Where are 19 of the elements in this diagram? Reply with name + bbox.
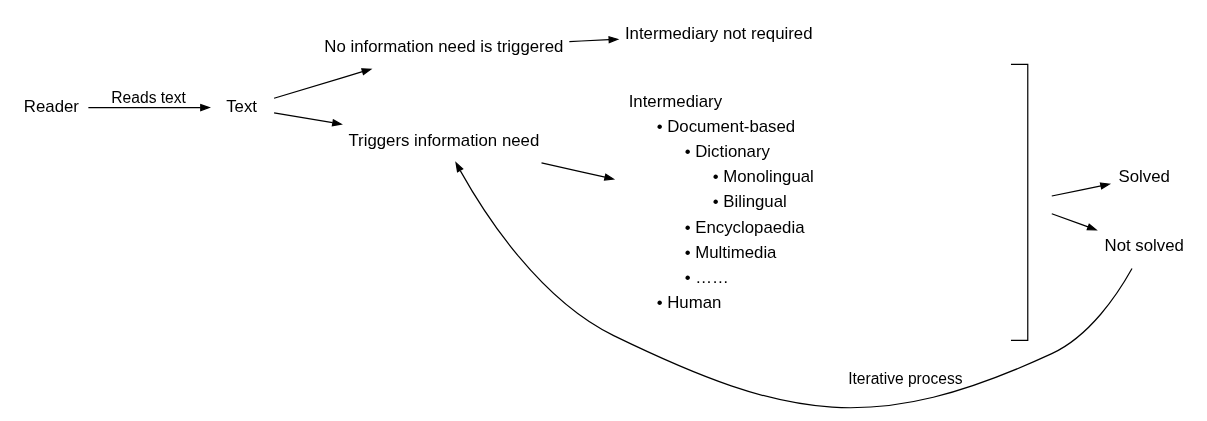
arrow	[455, 161, 1133, 409]
arrow	[540, 162, 616, 181]
node-text: Intermediary • Document-based • Dictionary • Monolingual • Bilingual • Encyclopaedia • Multimedia • …… • Human	[628, 91, 814, 313]
node-text: Text	[226, 97, 258, 117]
arrow	[568, 35, 620, 44]
node-text: Triggers information need	[348, 130, 540, 150]
edge-label: Reads text	[111, 89, 186, 107]
node-text: No information need is triggered	[324, 37, 564, 57]
node-text: Intermediary not required	[624, 23, 813, 43]
node-text: Solved	[1118, 166, 1170, 186]
arrow	[273, 68, 373, 99]
edge-label: Iterative process	[848, 370, 963, 388]
arrow	[87, 103, 211, 112]
node-text: Reader	[23, 97, 79, 117]
arrow	[1051, 213, 1098, 231]
node-brace	[1010, 63, 1029, 342]
arrow	[273, 112, 343, 127]
arrow	[1051, 182, 1112, 197]
node-text: Not solved	[1104, 236, 1184, 256]
